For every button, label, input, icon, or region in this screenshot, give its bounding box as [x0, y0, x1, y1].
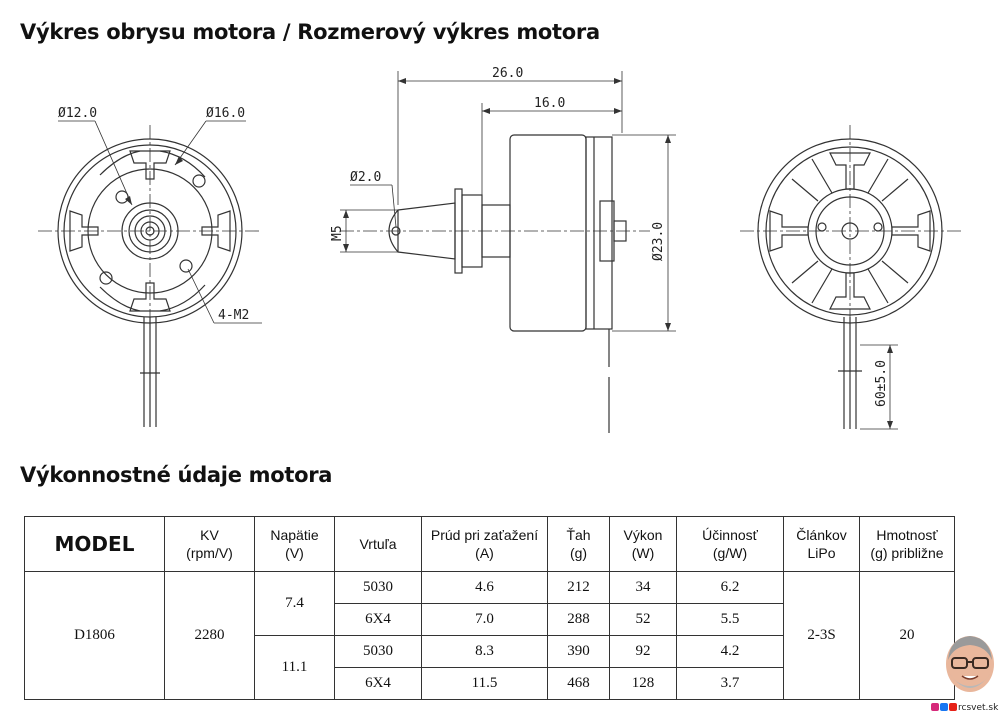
- cell-efficiency: 4.2: [676, 635, 784, 668]
- credit: rcsvet.sk: [931, 703, 998, 713]
- facebook-icon[interactable]: [940, 703, 948, 711]
- header-efficiency: Účinnosť(g/W): [676, 516, 784, 572]
- cell-efficiency: 6.2: [676, 571, 784, 604]
- header-prop: Vrtuľa: [334, 516, 422, 572]
- cell-efficiency: 5.5: [676, 603, 784, 636]
- cell-prop: 6X4: [334, 667, 422, 700]
- instagram-icon[interactable]: [931, 703, 939, 711]
- cell-current: 8.3: [421, 635, 548, 668]
- performance-title: Výkonnostné údaje motora: [20, 463, 333, 487]
- table-row: 6X4 7.0 288 52 5.5: [25, 603, 955, 636]
- cell-kv: 2280: [164, 571, 255, 700]
- table-header-row: MODEL KV(rpm/V) Napätie(V) Vrtuľa Prúd p…: [24, 516, 955, 572]
- youtube-icon[interactable]: [949, 703, 957, 711]
- dim-26: 26.0: [492, 66, 523, 81]
- dim-16: 16.0: [534, 96, 565, 111]
- avatar: [946, 636, 994, 692]
- motor-drawing: Ø12.0 Ø16.0 4-M2 26.0 16.0 Ø2.0 M5 Ø23.0…: [38, 66, 962, 433]
- cell-power: 52: [609, 603, 677, 636]
- dim-lead: 60±5.0: [874, 360, 889, 407]
- credit-text[interactable]: rcsvet.sk: [958, 703, 999, 713]
- cell-prop: 6X4: [334, 603, 422, 636]
- cell-power: 34: [609, 571, 677, 604]
- header-weight: Hmotnosť(g) približne: [859, 516, 955, 572]
- cell-power: 128: [609, 667, 677, 700]
- performance-table: MODEL KV(rpm/V) Napätie(V) Vrtuľa Prúd p…: [24, 516, 955, 700]
- dim-d2: Ø2.0: [350, 170, 381, 185]
- cell-current: 11.5: [421, 667, 548, 700]
- cell-thrust: 212: [547, 571, 610, 604]
- cell-prop: 5030: [334, 635, 422, 668]
- cell-cells: 2-3S: [783, 571, 860, 700]
- dim-d16: Ø16.0: [206, 106, 245, 121]
- dim-4m2: 4-M2: [218, 308, 249, 323]
- header-model: MODEL: [24, 516, 165, 572]
- cell-thrust: 390: [547, 635, 610, 668]
- cell-current: 7.0: [421, 603, 548, 636]
- header-voltage: Napätie(V): [254, 516, 335, 572]
- cell-power: 92: [609, 635, 677, 668]
- cell-voltage: 11.1: [254, 635, 335, 700]
- cell-thrust: 468: [547, 667, 610, 700]
- table-row: 6X4 11.5 468 128 3.7: [25, 667, 955, 700]
- header-kv: KV(rpm/V): [164, 516, 255, 572]
- cell-efficiency: 3.7: [676, 667, 784, 700]
- cell-model: D1806: [24, 571, 165, 700]
- dim-d23: Ø23.0: [651, 222, 666, 261]
- table-row: D1806 2280 7.4 5030 4.6 212 34 6.2 2-3S …: [24, 571, 955, 700]
- cell-prop: 5030: [334, 571, 422, 604]
- dim-m5: M5: [330, 225, 345, 241]
- header-current: Prúd pri zaťažení(A): [421, 516, 548, 572]
- table-row: 11.1 5030 8.3 390 92 4.2: [25, 635, 955, 700]
- header-thrust: Ťah(g): [547, 516, 610, 572]
- drawing-title: Výkres obrysu motora / Rozmerový výkres …: [20, 20, 600, 44]
- cell-weight: 20: [859, 571, 955, 700]
- cell-voltage: 7.4: [254, 571, 335, 636]
- cell-current: 4.6: [421, 571, 548, 604]
- cell-thrust: 288: [547, 603, 610, 636]
- dim-d12: Ø12.0: [58, 106, 97, 121]
- header-power: Výkon(W): [609, 516, 677, 572]
